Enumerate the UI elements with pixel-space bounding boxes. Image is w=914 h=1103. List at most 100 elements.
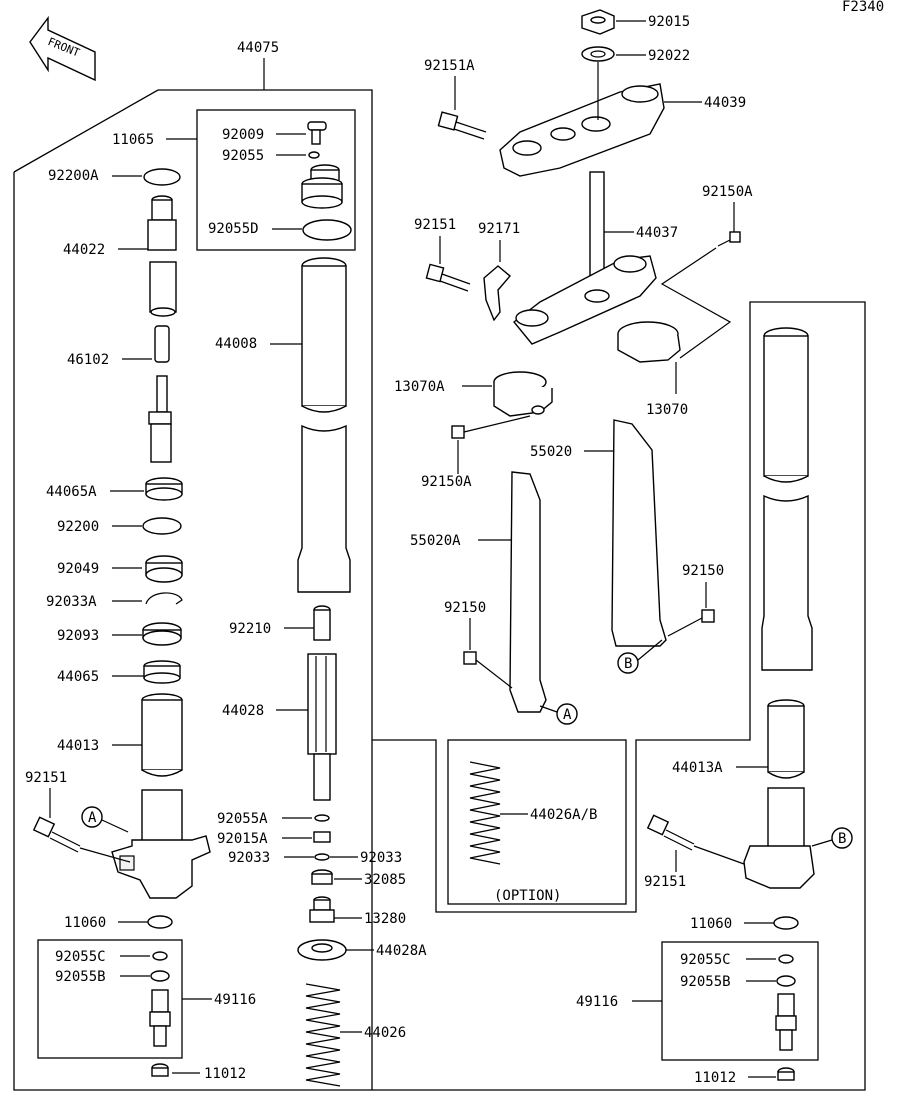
plug-13280: [309, 896, 335, 923]
label-46102: 46102: [67, 352, 109, 368]
bolt-92150-left: [463, 651, 513, 689]
label-92150-right: 92150: [682, 563, 724, 579]
label-13280: 13280: [364, 911, 406, 927]
clip-92033: [314, 853, 330, 861]
label-92055C-right: 92055C: [680, 952, 731, 968]
steering-stem-44037: [513, 171, 657, 345]
inner-tube-44013: [111, 693, 211, 899]
pipe-44028: [307, 653, 337, 801]
label-92150A-mid: 92150A: [421, 474, 472, 490]
diagram-code: F2340: [842, 0, 884, 15]
label-92210: 92210: [229, 621, 271, 637]
front-arrow-icon: FRONT: [29, 15, 96, 82]
label-11012-right: 11012: [694, 1070, 736, 1086]
callout-b-top: [617, 652, 639, 674]
label-44026AB: 44026A/B: [530, 807, 597, 823]
option-label: (OPTION): [494, 888, 561, 904]
oring-92055: [308, 151, 320, 159]
callout-a-mid: [556, 703, 578, 725]
oring-92055B-left: [150, 970, 170, 982]
label-92055B-left: 92055B: [55, 969, 106, 985]
label-44028: 44028: [222, 703, 264, 719]
callout-a-left-label: A: [88, 810, 97, 826]
cartridge-44022: [147, 195, 177, 317]
label-92200: 92200: [57, 519, 99, 535]
clamp-92171: [483, 265, 511, 322]
label-55020: 55020: [530, 444, 572, 460]
spring-44026: [305, 983, 341, 1087]
collar-32085: [311, 869, 333, 885]
label-44075: 44075: [237, 40, 279, 56]
washer-11060-right: [773, 916, 799, 930]
label-92093: 92093: [57, 628, 99, 644]
label-13070: 13070: [646, 402, 688, 418]
label-92151-mid: 92151: [414, 217, 456, 233]
bushing-44065A: [145, 477, 183, 501]
washer-11060-left: [147, 915, 173, 929]
outer-tube-44008: [297, 257, 351, 593]
rod-46102: [148, 325, 172, 463]
label-92022: 92022: [648, 48, 690, 64]
label-44028A: 44028A: [376, 943, 427, 959]
washer-92022: [581, 46, 615, 62]
bolt-92151-left: [32, 816, 81, 853]
label-92009: 92009: [222, 127, 264, 143]
callout-a-left: [81, 806, 103, 828]
fork-cap: [301, 164, 343, 209]
label-44065: 44065: [57, 669, 99, 685]
bolt-92151-mid: [425, 263, 471, 292]
label-44013A: 44013A: [672, 760, 723, 776]
label-92033-right: 92033: [360, 850, 402, 866]
left-assembly-frame: [13, 172, 866, 1091]
valve-49116-right: [775, 993, 797, 1051]
oring-92055B-right: [776, 975, 796, 987]
bolt-92150-right: [667, 609, 715, 637]
label-44022: 44022: [63, 242, 105, 258]
label-11060-right: 11060: [690, 916, 732, 932]
oring-92055C-left: [152, 951, 168, 961]
oring-92055A: [314, 814, 330, 822]
label-92151-right: 92151: [644, 874, 686, 890]
seal-92049: [145, 555, 183, 583]
label-92055D: 92055D: [208, 221, 259, 237]
label-49116-right: 49116: [576, 994, 618, 1010]
label-92150A-top: 92150A: [702, 184, 753, 200]
label-44037: 44037: [636, 225, 678, 241]
label-92033A: 92033A: [46, 594, 97, 610]
label-92015: 92015: [648, 14, 690, 30]
nut-11012-right: [777, 1067, 795, 1081]
label-44039: 44039: [704, 95, 746, 111]
screw-92009: [307, 121, 327, 145]
label-92055A: 92055A: [217, 811, 268, 827]
washer-92200A: [143, 168, 181, 186]
label-11012-left: 11012: [204, 1066, 246, 1082]
label-49116-left: 49116: [214, 992, 256, 1008]
label-44013: 44013: [57, 738, 99, 754]
bushing-44065: [143, 660, 181, 684]
label-44065A: 44065A: [46, 484, 97, 500]
holder-13070: [617, 321, 681, 363]
callout-b-right-label: B: [838, 831, 846, 847]
callout-b-top-label: B: [624, 656, 632, 672]
label-92151-left: 92151: [25, 770, 67, 786]
seat-44028A: [297, 939, 347, 961]
callout-b-right: [831, 827, 853, 849]
upper-clamp-44039: [499, 83, 665, 177]
label-92033-left: 92033: [228, 850, 270, 866]
holder-13070A: [493, 371, 553, 417]
label-44008: 44008: [215, 336, 257, 352]
spacer-92210: [313, 605, 331, 641]
label-92171: 92171: [478, 221, 520, 237]
bolt-92150A-mid: [451, 415, 531, 439]
inner-tube-44013A: [743, 699, 815, 889]
nut-11012-left: [151, 1063, 169, 1077]
label-92151A: 92151A: [424, 58, 475, 74]
label-11060-left: 11060: [64, 915, 106, 931]
valve-49116-left: [149, 989, 171, 1047]
label-92055B-right: 92055B: [680, 974, 731, 990]
label-92015A: 92015A: [217, 831, 268, 847]
label-13070A: 13070A: [394, 379, 445, 395]
label-92055C-left: 92055C: [55, 949, 106, 965]
label-55020A: 55020A: [410, 533, 461, 549]
